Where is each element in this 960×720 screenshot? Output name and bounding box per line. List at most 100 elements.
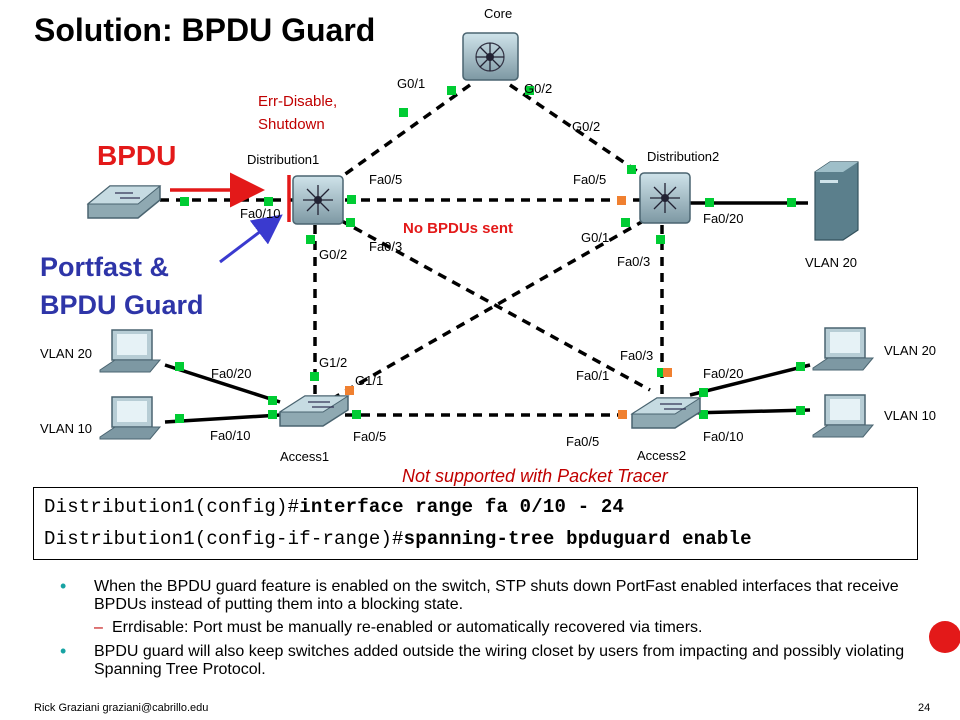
port-label: Fa0/20	[703, 211, 743, 226]
port-dot-up	[399, 108, 408, 117]
port-dot-up	[796, 406, 805, 415]
core-switch-icon	[462, 32, 519, 81]
port-dot-up	[621, 218, 630, 227]
port-dot-up	[699, 388, 708, 397]
portfast-arrow	[219, 214, 283, 264]
port-label: Fa0/5	[353, 429, 386, 444]
access1-label: Access1	[280, 449, 329, 464]
port-dot-up	[656, 235, 665, 244]
port-dot-up	[268, 396, 277, 405]
bullet-dot-icon: •	[60, 576, 67, 596]
port-label: Fa0/5	[369, 172, 402, 187]
no-bpdus-note: No BPDUs sent	[403, 220, 513, 237]
distribution2-label: Distribution2	[647, 149, 719, 164]
page-number: 24	[918, 702, 931, 714]
access1-switch-icon	[278, 395, 350, 427]
port-label: G0/2	[572, 119, 600, 134]
link-pc-right-top	[689, 363, 811, 397]
command-text: interface range fa 0/10 - 24	[299, 496, 625, 518]
vlan-label: VLAN 20	[40, 346, 92, 361]
link-dist1-access2	[339, 218, 651, 392]
rogue-switch-icon	[86, 185, 162, 219]
pc-icon	[812, 327, 875, 371]
bullet-item: •BPDU guard will also keep switches adde…	[60, 641, 905, 678]
bullet-dot-icon: •	[60, 641, 67, 661]
err-disable-note-2: Shutdown	[258, 116, 325, 133]
port-dot-up	[525, 86, 534, 95]
port-label: Fa0/5	[573, 172, 606, 187]
port-status-dots	[175, 86, 805, 423]
port-label: Fa0/10	[240, 206, 280, 221]
port-label: G0/1	[581, 230, 609, 245]
pc-icon	[812, 394, 875, 438]
port-label: Fa0/1	[576, 368, 609, 383]
link-pc-left-bottom	[164, 413, 281, 424]
port-label: G0/1	[397, 76, 425, 91]
port-label: Fa0/5	[566, 434, 599, 449]
pc-icon	[99, 396, 162, 440]
err-disable-note: Err-Disable,	[258, 93, 337, 110]
server-icon	[814, 161, 859, 241]
trunk-links	[160, 83, 664, 417]
port-dot-up	[306, 235, 315, 244]
not-supported-note: Not supported with Packet Tracer	[402, 466, 669, 486]
port-label: G0/2	[319, 247, 347, 262]
vlan-label: VLAN 10	[40, 421, 92, 436]
link-dist2-access1	[329, 218, 646, 402]
port-dot-up	[347, 195, 356, 204]
portfast-callout-2: BPDU Guard	[40, 290, 204, 320]
distribution2-switch-icon	[639, 172, 691, 224]
link-pc-right-bottom	[689, 408, 811, 415]
command-line-1: Distribution1(config)#interface range fa…	[44, 496, 624, 518]
port-label: Fa0/10	[703, 429, 743, 444]
port-dot-up	[180, 197, 189, 206]
port-label: Fa0/3	[369, 239, 402, 254]
distribution1-switch-icon	[292, 175, 344, 225]
port-dot-up	[627, 165, 636, 174]
bullet-item: •When the BPDU guard feature is enabled …	[60, 576, 899, 613]
port-dot-up	[346, 218, 355, 227]
port-dot-up	[447, 86, 456, 95]
port-label: Fa0/20	[211, 366, 251, 381]
port-label: Fa0/3	[620, 348, 653, 363]
link-core-dist1	[328, 83, 472, 187]
sub-bullet-item: –Errdisable: Port must be manually re-en…	[94, 619, 703, 636]
footer-author: Rick Graziani graziani@cabrillo.edu	[34, 702, 209, 714]
port-label: G0/2	[524, 81, 552, 96]
command-text: spanning-tree bpduguard enable	[403, 528, 752, 550]
portfast-callout: Portfast &	[40, 252, 169, 282]
command-prompt: Distribution1(config)#	[44, 496, 300, 518]
port-label: Fa0/20	[703, 366, 743, 381]
vlan-label: VLAN 10	[884, 408, 936, 423]
command-box: Distribution1(config)#interface range fa…	[33, 487, 918, 560]
access2-switch-icon	[630, 397, 702, 429]
port-dot-up	[175, 362, 184, 371]
port-dot-blocked	[617, 196, 626, 205]
port-dot-up	[796, 362, 805, 371]
vlan-label: VLAN 20	[884, 343, 936, 358]
link-core-dist2	[509, 83, 651, 182]
port-dot-up	[699, 410, 708, 419]
port-dot-up	[264, 197, 273, 206]
port-label: G1/2	[319, 355, 347, 370]
port-dot-blocked	[345, 386, 354, 395]
port-dot-up	[175, 414, 184, 423]
port-dot-up	[310, 372, 319, 381]
port-dot-up	[268, 410, 277, 419]
distribution1-label: Distribution1	[247, 152, 319, 167]
core-label: Core	[484, 6, 512, 21]
slide-title: Solution: BPDU Guard	[34, 12, 376, 48]
port-dot-blocked	[618, 410, 627, 419]
dash-icon: –	[94, 619, 103, 636]
port-label: G1/1	[355, 373, 383, 388]
bpdu-callout: BPDU	[97, 140, 176, 171]
command-line-2: Distribution1(config-if-range)#spanning-…	[44, 528, 752, 550]
port-label: Fa0/10	[210, 428, 250, 443]
port-dot-blocked	[663, 368, 672, 377]
port-dot-up	[705, 198, 714, 207]
port-dot-up	[352, 410, 361, 419]
port-label: Fa0/3	[617, 254, 650, 269]
command-prompt: Distribution1(config-if-range)#	[44, 528, 404, 550]
pc-icon	[99, 329, 162, 373]
